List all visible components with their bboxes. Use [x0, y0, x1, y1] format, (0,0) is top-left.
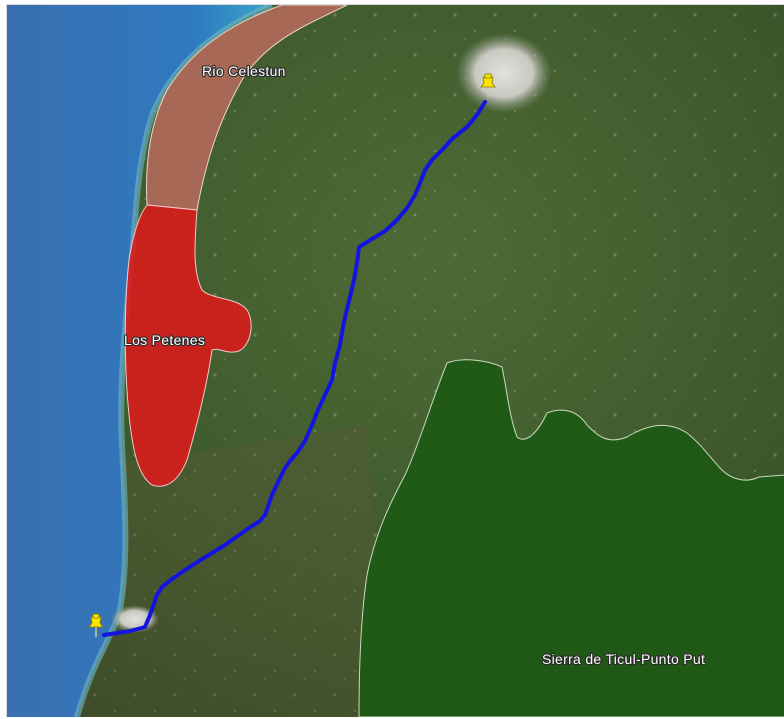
satellite-map[interactable]: Rio Celestun Los Petenes Sierra de Ticul…: [6, 4, 784, 717]
sea-area: [7, 5, 272, 717]
rio-celestun-label: Rio Celestun: [202, 63, 286, 79]
pushpin-icon[interactable]: [480, 73, 496, 97]
farmland-area: [67, 425, 387, 717]
pushpin-icon[interactable]: [88, 613, 104, 637]
sierra-de-ticul-punto-put-area[interactable]: [358, 359, 784, 717]
sierra-de-ticul-punto-put-label: Sierra de Ticul-Punto Put: [542, 651, 705, 667]
sierra-edge-patch: [767, 510, 784, 583]
merida-urban-area: [456, 33, 552, 113]
route-line[interactable]: [102, 100, 487, 637]
los-petenes-label: Los Petenes: [124, 332, 205, 348]
los-petenes-area[interactable]: [124, 204, 252, 487]
